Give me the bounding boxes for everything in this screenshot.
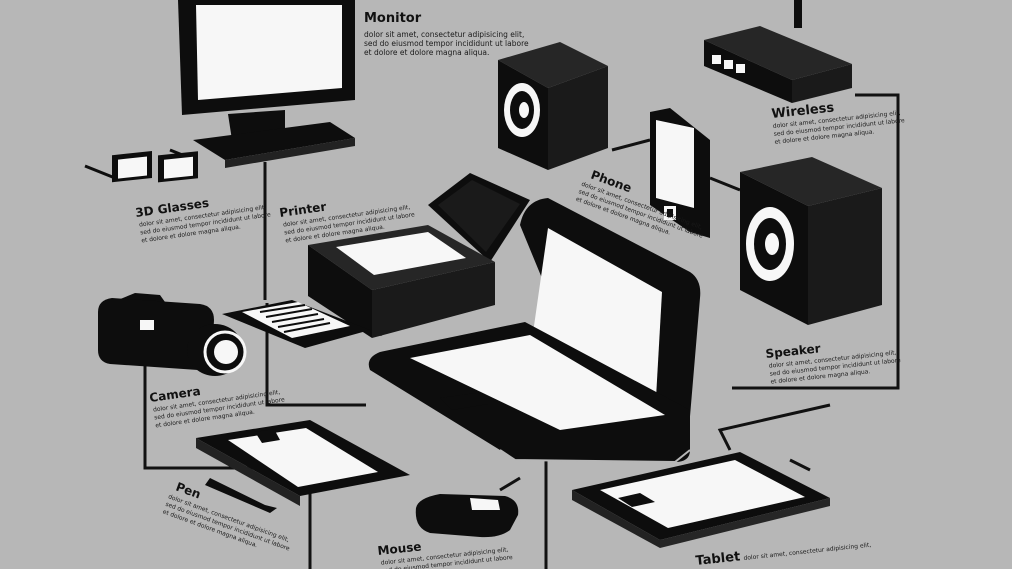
label-tablet: Tablet dolor sit amet, consectetur adipi… [695, 542, 872, 569]
label-mouse-title: Mouse [377, 539, 422, 558]
camera-icon [98, 293, 247, 376]
label-tablet-title: Tablet [695, 549, 741, 569]
label-monitor: Monitor dolor sit amet, consectetur adip… [364, 11, 529, 57]
printer-icon [222, 173, 530, 348]
pen-icon [205, 478, 277, 513]
label-printer-title: Printer [278, 200, 327, 220]
label-tablet-line1: dolor sit amet, consectetur adipisicing … [743, 542, 871, 562]
tablet-icon [572, 452, 830, 548]
label-monitor-line3: et dolore et dolore magna aliqua. [364, 48, 489, 57]
label-speaker: Speaker dolor sit amet, consectetur adip… [765, 341, 901, 385]
label-monitor-line2: sed do eiusmod tempor incididunt ut labo… [364, 39, 529, 48]
label-speaker-title: Speaker [765, 341, 821, 361]
label-monitor-line1: dolor sit amet, consectetur adipisicing … [364, 30, 524, 39]
mouse-icon [415, 494, 519, 538]
label-wireless-title: Wireless [771, 100, 835, 122]
label-3d-glasses: 3D Glasses dolor sit amet, consectetur a… [134, 196, 271, 245]
laptop-icon [368, 198, 701, 464]
monitor-icon [178, 0, 355, 168]
drawing-tablet-icon [196, 420, 410, 506]
speaker-icon [740, 157, 882, 325]
connector-lines [143, 0, 900, 569]
3d-glasses-icon [84, 148, 198, 183]
label-monitor-title: Monitor [364, 11, 422, 26]
speaker-small-icon [498, 42, 608, 170]
wireless-router-icon [704, 0, 852, 103]
phone-icon [650, 108, 710, 238]
